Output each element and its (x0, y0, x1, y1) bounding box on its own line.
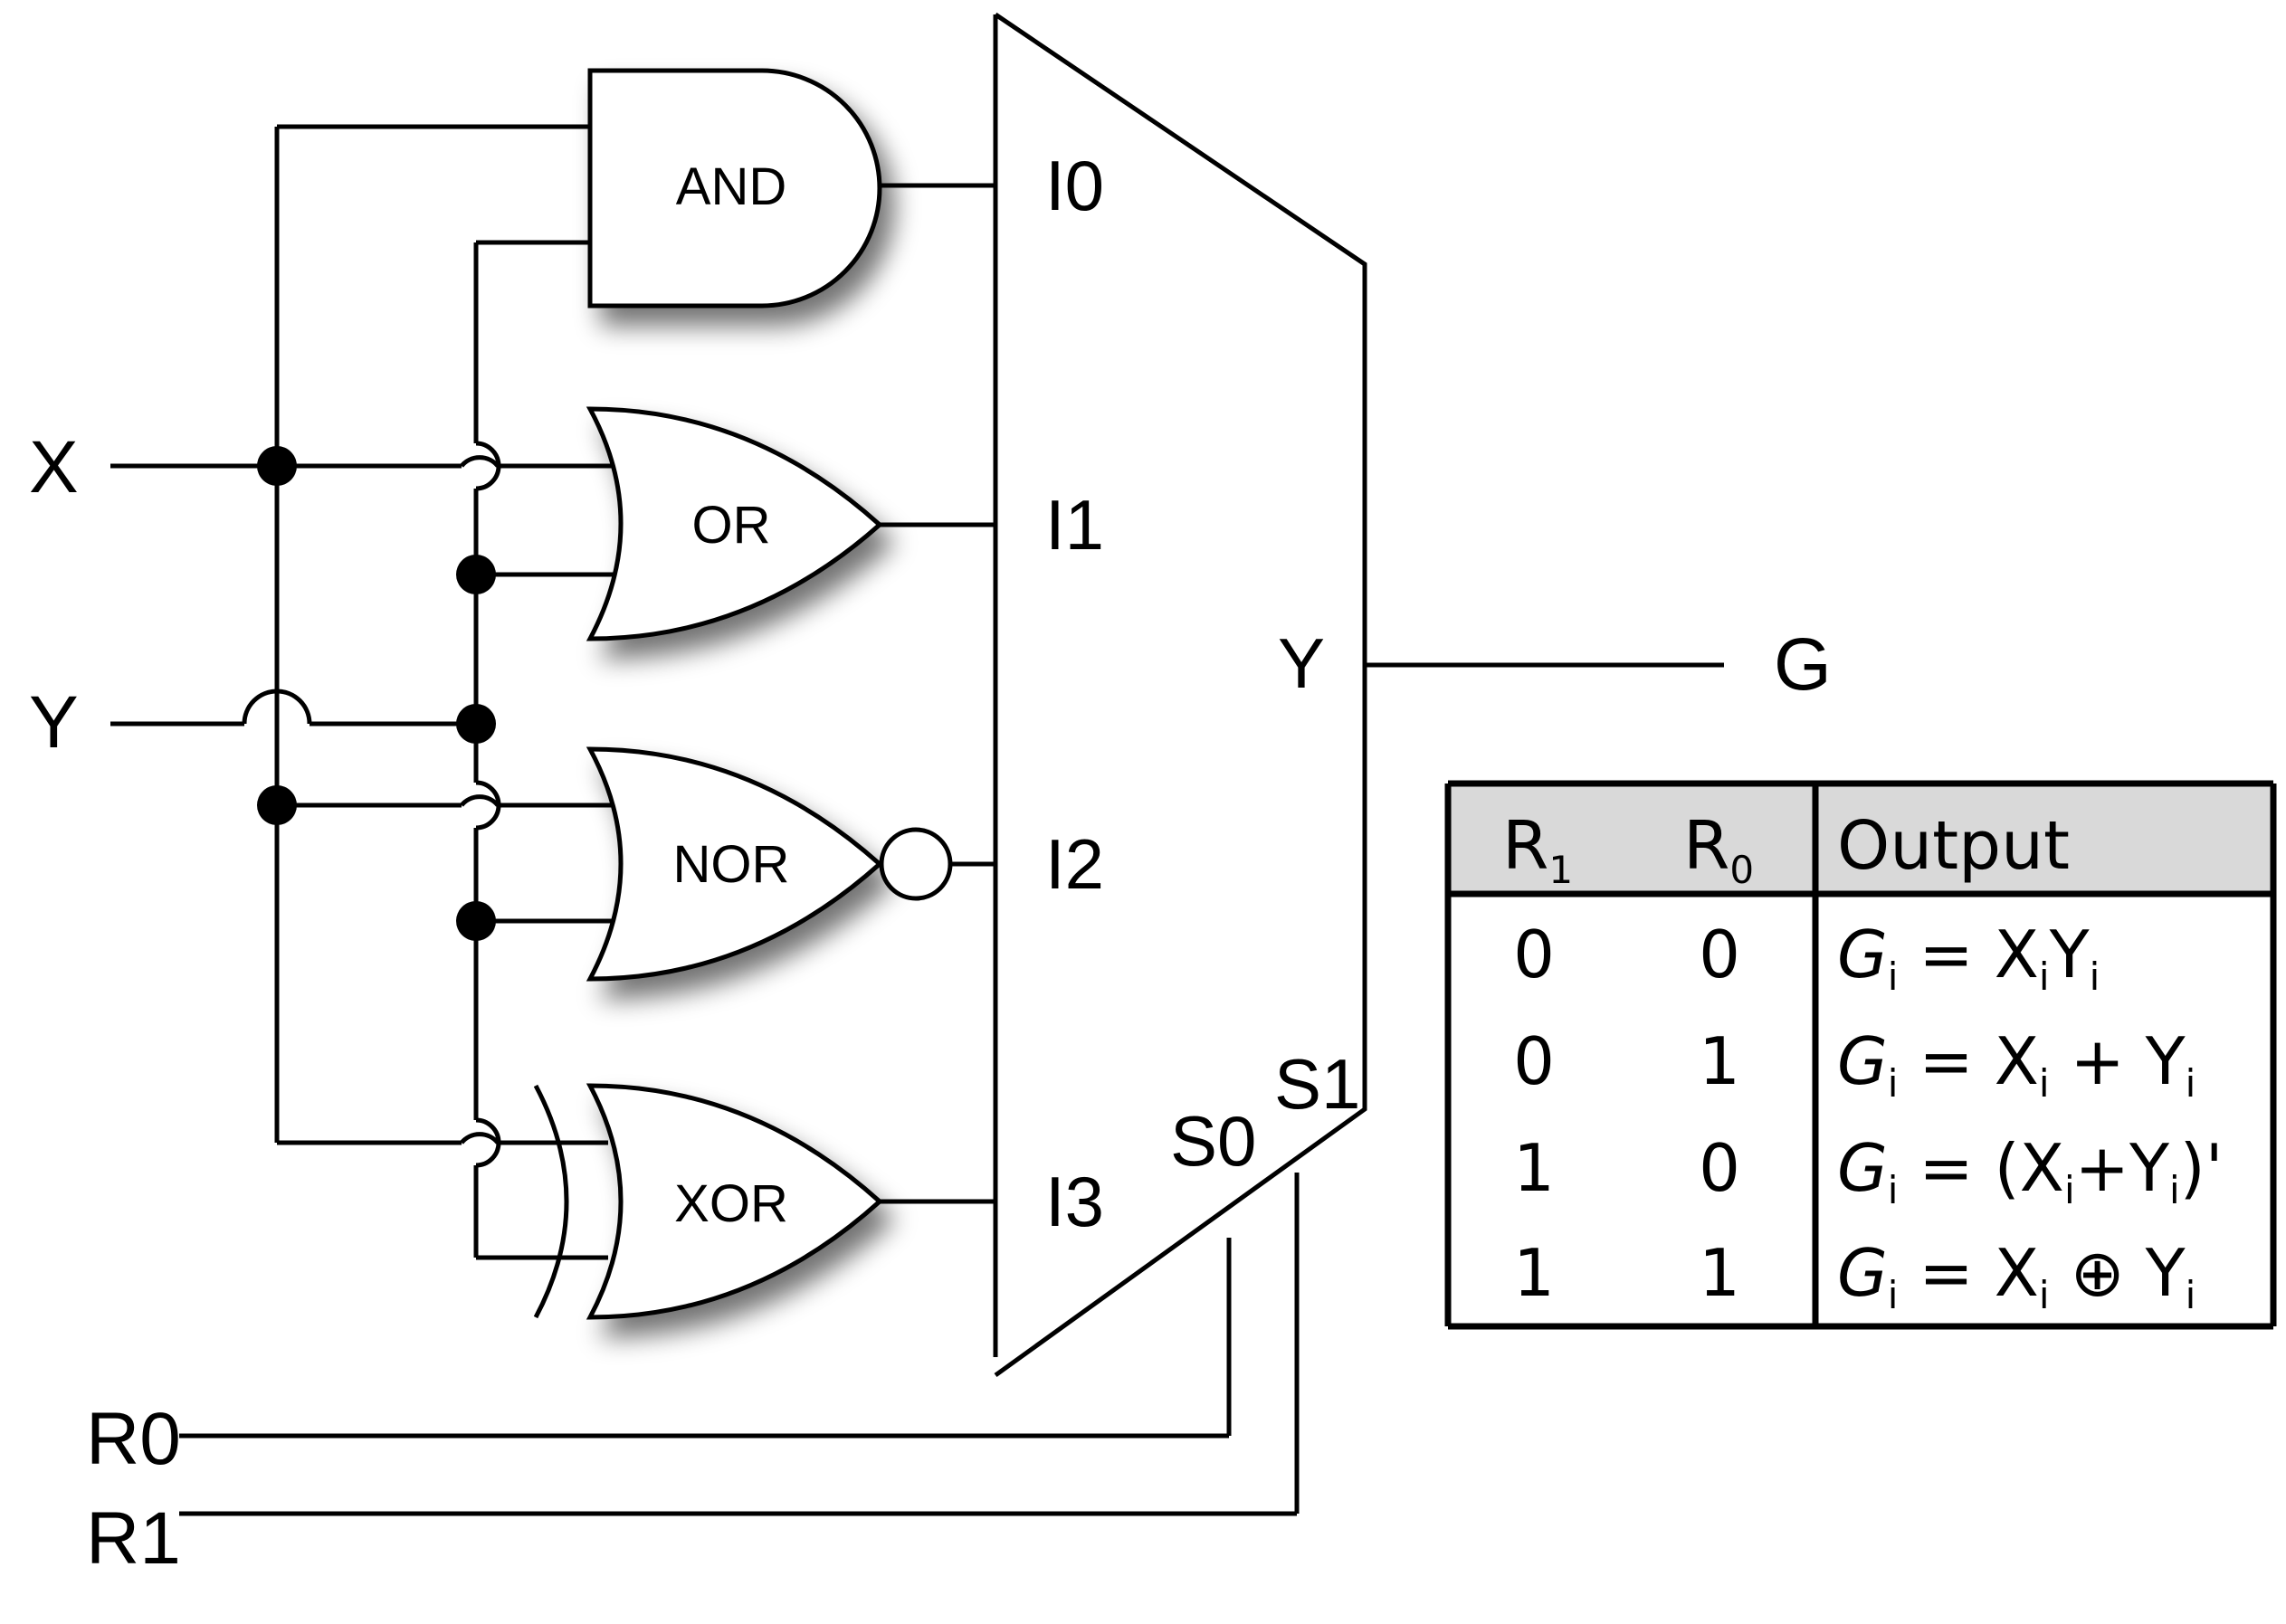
mux-output-y: Y (1278, 623, 1325, 703)
table-row: 1 0 Gi = (Xi+Yi)' (1513, 1130, 2223, 1212)
table-header-bg (1448, 784, 2273, 892)
row-r1: 1 (1513, 1130, 1555, 1206)
nor-inversion-bubble (879, 827, 953, 901)
row-r0: 1 (1699, 1235, 1740, 1311)
input-r0-label: R0 (86, 1398, 181, 1480)
mux-input-i2: I2 (1045, 824, 1104, 904)
or-gate-label: OR (692, 496, 771, 555)
mux-input-i3: I3 (1045, 1162, 1104, 1241)
xor-gate: XOR (533, 1083, 995, 1320)
row-r0: 0 (1699, 1130, 1740, 1206)
and-gate: AND (587, 68, 995, 309)
input-x-label: X (29, 426, 79, 508)
x-wires (110, 124, 614, 1145)
table-row: 1 1 Gi = Xi ⊕ Yi (1513, 1235, 2196, 1317)
table-row: 0 1 Gi = Xi + Yi (1513, 1023, 2196, 1106)
output-g-label: G (1774, 623, 1832, 706)
nor-gate-label: NOR (673, 835, 790, 894)
input-y-label: Y (29, 681, 79, 764)
and-gate-label: AND (676, 157, 786, 216)
table-row: 0 0 Gi = XiYi (1513, 916, 2100, 999)
row-r0: 0 (1699, 916, 1740, 992)
y-wires (110, 240, 614, 1260)
row-output: Gi = Xi ⊕ Yi (1837, 1235, 2196, 1317)
row-r1: 0 (1513, 916, 1555, 992)
xor-gate-label: XOR (674, 1174, 788, 1233)
mux-select-s0: S0 (1170, 1101, 1256, 1181)
header-r1: R1 (1502, 807, 1573, 892)
row-r1: 1 (1513, 1235, 1555, 1311)
nor-gate: NOR (586, 746, 995, 982)
row-r1: 0 (1513, 1023, 1555, 1099)
select-wires (179, 1173, 1300, 1516)
header-output: Output (1837, 807, 2070, 885)
row-output: Gi = Xi + Yi (1837, 1023, 2196, 1106)
multiplexer: I0 I1 I2 I3 Y S0 S1 (993, 12, 1367, 1378)
or-gate: OR (586, 406, 995, 641)
row-output: Gi = (Xi+Yi)' (1837, 1130, 2224, 1212)
mux-input-i1: I1 (1045, 485, 1104, 565)
row-output: Gi = XiYi (1837, 916, 2100, 999)
junction-dots (257, 446, 496, 941)
function-table: R1 R0 Output 0 0 Gi = XiYi 0 1 Gi = Xi +… (1444, 780, 2277, 1330)
header-r0: R0 (1683, 807, 1754, 892)
input-r1-label: R1 (86, 1497, 181, 1580)
mux-input-i0: I0 (1045, 146, 1104, 225)
row-r0: 1 (1699, 1023, 1740, 1099)
mux-select-s1: S1 (1274, 1044, 1360, 1124)
